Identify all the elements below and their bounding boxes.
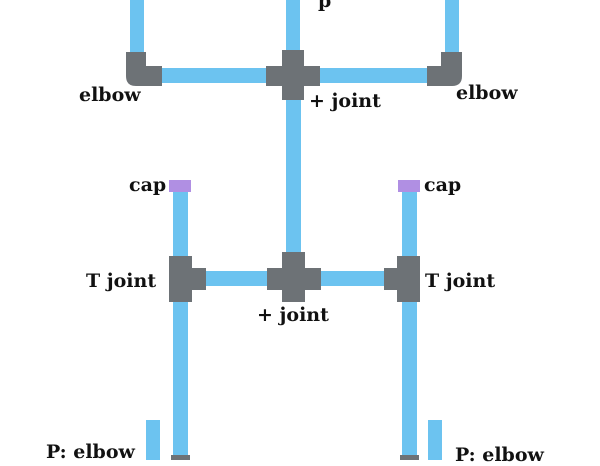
pipe-top-center-vertical (286, 0, 300, 60)
label-p-elbow-right: P: elbow (455, 444, 544, 466)
elbow-fitting-left (126, 52, 162, 86)
plus-joint-bottom (267, 252, 321, 302)
pipe-right-vertical-lower (402, 298, 417, 460)
pipe-right-vertical-upper (402, 192, 417, 258)
pipe-bottom-right-short (428, 420, 442, 460)
pipe-top-right-vertical (445, 0, 459, 60)
cap-left (169, 180, 191, 192)
pipe-center-vertical (286, 92, 301, 258)
label-plus-joint-top: + joint (309, 90, 381, 112)
fittings (126, 50, 462, 460)
pipe-top-horizontal-right (312, 68, 436, 83)
pipe-middle-horizontal-left (200, 271, 276, 286)
label-p-elbow-left: P: elbow (46, 441, 135, 463)
fitting-bottom-left-partial (171, 455, 190, 460)
label-elbow-right: elbow (456, 82, 518, 104)
pipes (130, 0, 459, 460)
label-top-center-partial: p (318, 0, 332, 12)
t-joint-right (384, 256, 420, 302)
pipe-left-vertical-upper (173, 192, 188, 258)
pipe-left-vertical-lower (173, 298, 188, 460)
label-plus-joint-bottom: + joint (257, 304, 329, 326)
cap-right (398, 180, 420, 192)
label-cap-right: cap (424, 174, 462, 196)
elbow-fitting-right (427, 52, 462, 86)
pipe-top-horizontal-left (150, 68, 276, 83)
fitting-bottom-right-partial (400, 455, 419, 460)
label-cap-left: cap (129, 174, 167, 196)
pipe-top-left-vertical (130, 0, 144, 60)
caps (169, 180, 420, 192)
pipe-middle-horizontal-right (312, 271, 390, 286)
t-joint-left (169, 256, 206, 302)
label-t-joint-left: T joint (86, 270, 157, 292)
pipe-bottom-left-short (146, 420, 160, 460)
plus-joint-top (266, 50, 320, 100)
label-t-joint-right: T joint (425, 270, 496, 292)
label-elbow-left: elbow (79, 84, 141, 106)
